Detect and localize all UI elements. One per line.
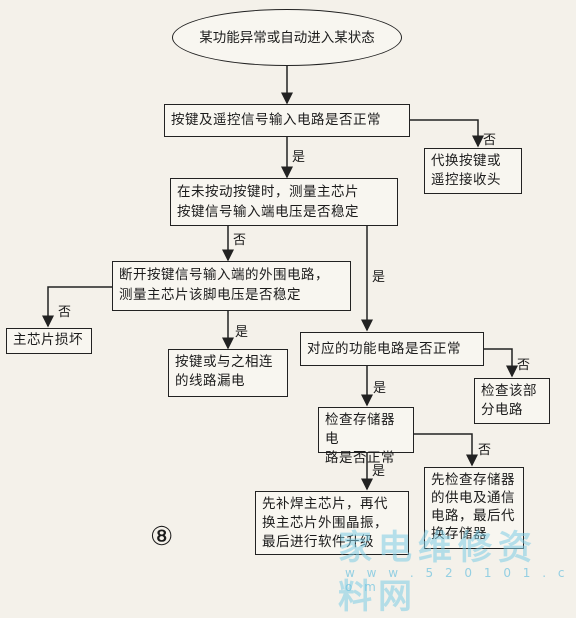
flowchart: 某功能异常或自动进入某状态 按键及遥控信号输入电路是否正常 是 否 代换按键或 … — [6, 9, 569, 617]
watermark-url: w w w . 5 2 0 1 0 1 . c o m — [345, 566, 569, 594]
a4-no-node: 检查该部 分电路 — [474, 378, 550, 424]
q2-node: 在未按动按键时，测量主芯片 按键信号输入端电压是否稳定 — [170, 178, 398, 226]
q1-node: 按键及遥控信号输入电路是否正常 — [164, 104, 410, 137]
q5-node: 检查存储器电 路是否正常 — [318, 407, 414, 466]
q3-node: 断开按键信号输入端的外围电路， 测量主芯片该脚电压是否稳定 — [112, 261, 351, 311]
q5-no-label: 否 — [478, 443, 492, 458]
a5-no-node: 先检查存储器 的供电及通信 电路，最后代 换存储器 — [424, 467, 524, 549]
q1-yes-label: 是 — [292, 150, 306, 165]
a3-yes-node: 按键或与之相连 的线路漏电 — [168, 349, 288, 397]
connector-lines — [42, 66, 518, 491]
q4-yes-label: 是 — [373, 381, 387, 396]
start-node: 某功能异常或自动进入某状态 — [172, 9, 402, 66]
a5-yes-node: 先补焊主芯片，再代 换主芯片外围晶振， 最后进行软件升级 — [255, 491, 409, 555]
q1-no-label: 否 — [483, 133, 497, 148]
q5-yes-label: 是 — [372, 464, 386, 479]
q2-no-label: 否 — [233, 233, 247, 248]
q4-node: 对应的功能电路是否正常 — [300, 332, 484, 366]
a3-no-node: 主芯片损坏 — [6, 328, 92, 354]
figure-number: ⑧ — [150, 522, 174, 552]
q2-yes-label: 是 — [372, 270, 386, 285]
q4-no-label: 否 — [517, 358, 531, 373]
a1-no-node: 代换按键或 遥控接收头 — [424, 148, 522, 194]
q3-no-label: 否 — [58, 305, 72, 320]
q3-yes-label: 是 — [235, 325, 249, 340]
